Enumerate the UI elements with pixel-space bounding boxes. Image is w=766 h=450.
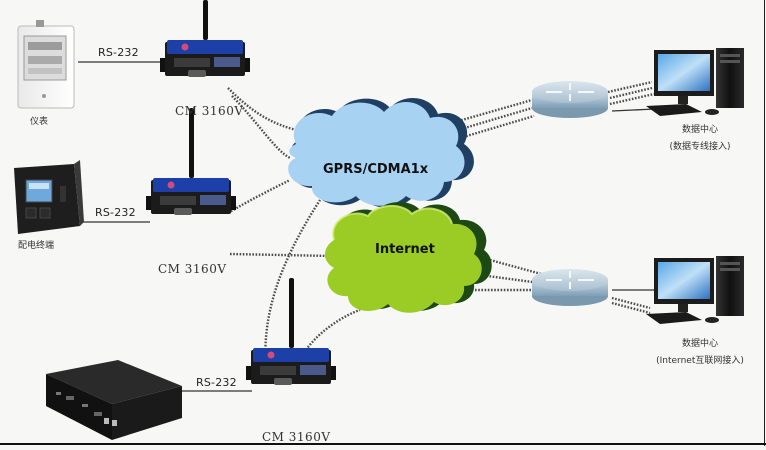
distribution-terminal-device: [14, 160, 84, 234]
meter-device: [17, 20, 75, 109]
mount-ear-left: [246, 366, 254, 380]
router-arrows-icon: [546, 271, 594, 289]
link-modem3-gprs: [264, 199, 322, 373]
pc-2: [646, 256, 744, 324]
link-router1-pc1-b: [609, 86, 653, 100]
mount-ear-right: [328, 366, 336, 380]
mount-ear-left: [160, 58, 168, 72]
serial-port-icon: [174, 208, 192, 215]
router-arrows-icon: [546, 83, 594, 101]
modem-led-panel: [174, 58, 210, 67]
router1-pc1-solid: [611, 108, 656, 112]
serial-port-icon: [274, 378, 292, 385]
modem-label-plate: [214, 57, 240, 67]
data-center-1-label: 数据中心 (数据专线接入): [655, 122, 745, 156]
link-router1-pc1-c: [609, 92, 655, 106]
link-modem1-gprs-b: [231, 95, 291, 160]
modem-label-1: CM 3160V: [175, 104, 244, 118]
pc-mouse: [705, 109, 719, 115]
link-gprs-router1-c: [459, 114, 535, 140]
rs232-label-2: RS-232: [95, 206, 136, 219]
data-center-2-subtitle: (Internet互联网接入): [656, 356, 744, 366]
pc-drive-bay: [720, 262, 740, 265]
modem-1: [160, 0, 250, 77]
pc-mouse: [705, 317, 719, 323]
antenna-icon: [289, 278, 294, 348]
link-modem2-internet: [229, 252, 333, 258]
data-center-2-title: 数据中心: [681, 339, 718, 349]
rs232-label-1: RS-232: [98, 46, 139, 59]
meter-label: 仪表: [30, 117, 49, 127]
data-center-1-subtitle: (数据专线接入): [669, 142, 731, 152]
link-internet-router2-a: [489, 258, 546, 277]
modem-label-2: CM 3160V: [158, 262, 227, 276]
mount-ear-right: [242, 58, 250, 72]
internet-cloud-glow: [332, 205, 453, 241]
modem-top-panel: [153, 178, 229, 192]
pc-keyboard: [646, 312, 702, 324]
modem-led-panel: [160, 196, 196, 205]
frame-border-bottom: [0, 443, 766, 445]
pc-tower: [716, 256, 744, 316]
internet-cloud: [324, 201, 492, 313]
pc-monitor-stand: [678, 96, 688, 104]
pc-drive-bay: [720, 60, 740, 63]
link-internet-router2-b: [479, 273, 541, 285]
modem-logo-icon: [167, 181, 175, 189]
links-layer: [227, 80, 655, 373]
router-top: [532, 269, 608, 291]
internet-cloud-body: [324, 205, 482, 313]
terminal-label: 配电终端: [18, 241, 55, 251]
link-modem2-gprs: [227, 178, 291, 215]
link-router1-pc1-a: [607, 80, 653, 94]
pc-tower: [716, 48, 744, 108]
antenna-icon: [189, 108, 194, 178]
modem-label-plate: [300, 365, 326, 375]
link-gprs-router1-b: [457, 106, 533, 132]
modem-3: [246, 278, 336, 385]
data-center-2-label: 数据中心 (Internet互联网接入): [640, 336, 760, 370]
mount-ear-left: [146, 196, 154, 210]
antenna-icon: [203, 0, 208, 40]
pc-drive-bay: [720, 268, 740, 271]
modem-label-3: CM 3160V: [262, 430, 331, 444]
modem-label-plate: [200, 195, 226, 205]
modem-top-panel: [253, 348, 329, 362]
frame-border-right: [764, 0, 765, 446]
industrial-box-device: [46, 360, 182, 440]
modem-logo-icon: [267, 351, 275, 359]
link-router2-pc2-b: [611, 301, 651, 315]
pc-keyboard: [646, 104, 702, 116]
pc-1: [646, 48, 744, 116]
link-gprs-router1-a: [454, 98, 533, 124]
router-top: [532, 81, 608, 103]
pc-monitor-screen: [658, 54, 710, 91]
modem-logo-icon: [181, 43, 189, 51]
router-1: [532, 81, 608, 118]
link-router2-pc2-a: [611, 296, 651, 310]
pc-drive-bay: [720, 54, 740, 57]
mount-ear-right: [228, 196, 236, 210]
modem-top-panel: [167, 40, 243, 54]
rs232-label-3: RS-232: [196, 376, 237, 389]
router-2: [532, 269, 608, 306]
data-center-1-title: 数据中心: [681, 125, 718, 135]
link-modem3-internet: [305, 308, 361, 351]
modem-2: [146, 108, 236, 215]
gprs-cloud: [288, 97, 474, 208]
gprs-cloud-body: [288, 101, 465, 206]
pc-monitor-screen: [658, 262, 710, 299]
internet-cloud-label: Internet: [375, 242, 435, 257]
pc-monitor-stand: [678, 304, 688, 312]
modem-led-panel: [260, 366, 296, 375]
serial-port-icon: [188, 70, 206, 77]
gprs-cloud-label: GPRS/CDMA1x: [323, 162, 429, 177]
